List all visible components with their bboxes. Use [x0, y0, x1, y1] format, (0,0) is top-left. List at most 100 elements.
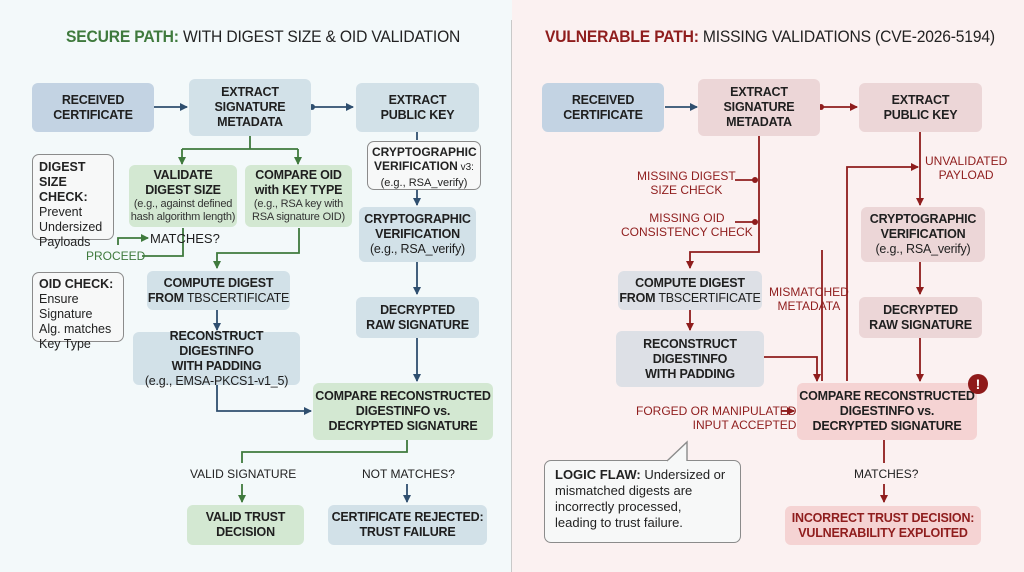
vulnerable-extract-public-key: EXTRACT PUBLIC KEY [859, 83, 982, 132]
line: METADATA [217, 115, 283, 129]
line: SIGNATURE [214, 100, 286, 114]
line: RECEIVED [61, 92, 125, 107]
vulnerable-matches-label: MATCHES? [854, 467, 919, 481]
missing-digest-size-label: MISSING DIGEST SIZE CHECK [637, 169, 736, 197]
line: DIGEST SIZE [145, 183, 221, 197]
valid-signature-label: VALID SIGNATURE [190, 467, 297, 481]
callout-body: Prevent [39, 205, 83, 219]
secure-path-title: SECURE PATH: WITH DIGEST SIZE & OID VALI… [66, 27, 460, 47]
line: COMPARE OID [255, 168, 342, 182]
callout-pointer [666, 440, 688, 462]
line: PAYLOAD [938, 168, 994, 182]
line: INPUT ACCEPTED [692, 418, 797, 432]
missing-oid-consistency-label: MISSING OID CONSISTENCY CHECK [621, 211, 753, 239]
secure-title-bold: SECURE PATH: [66, 27, 179, 46]
vulnerable-title-bold: VULNERABLE PATH: [545, 27, 699, 46]
sub: hash algorithm length) [130, 211, 236, 223]
callout-body: Alg. matches [39, 322, 112, 336]
line: DECRYPTED [883, 302, 958, 317]
line: VULNERABILITY EXPLOITED [798, 525, 968, 540]
line: WITH PADDING [645, 366, 735, 381]
line: EXTRACT [221, 85, 279, 99]
line: COMPUTE DIGEST [635, 275, 745, 290]
mismatched-metadata-label: MISMATCHED METADATA [769, 285, 849, 313]
line: CERTIFICATE REJECTED: [331, 510, 484, 524]
sub: (e.g., RSA key with [253, 198, 344, 210]
certificate-rejected: CERTIFICATE REJECTED: TRUST FAILURE [328, 505, 487, 545]
oid-check-callout: OID CHECK: Ensure Signature Alg. matches… [32, 272, 124, 351]
alert-icon: ! [968, 374, 988, 394]
secure-extract-signature-metadata: EXTRACT SIGNATURE METADATA [189, 79, 311, 136]
forged-input-label: FORGED OR MANIPULATED INPUT ACCEPTED [636, 404, 796, 432]
line: DECISION [216, 525, 275, 539]
line: COMPARE RECONSTRUCTED [799, 389, 975, 403]
not-matches-label: NOT MATCHES? [362, 467, 455, 481]
line: CERTIFICATE [53, 107, 133, 122]
line: RAW SIGNATURE [869, 317, 972, 332]
line: DIGESTINFO [652, 351, 728, 366]
line: PUBLIC KEY [883, 107, 958, 122]
validate-digest-size-box: VALIDATE DIGEST SIZE (e.g., against defi… [129, 165, 237, 227]
line: WITH PADDING [171, 358, 262, 373]
secure-compute-digest: COMPUTE DIGEST FROM TBSCERTIFICATE [147, 271, 290, 310]
line: EXTRACT [891, 92, 950, 107]
callout-title: CHECK: [39, 190, 88, 204]
line: MISSING DIGEST [637, 169, 736, 183]
callout-title: OID CHECK: [39, 277, 114, 291]
line: METADATA [726, 115, 792, 129]
line: FROM [619, 290, 656, 305]
line: CRYPTOGRAPHIC [372, 145, 477, 159]
line: COMPUTE DIGEST [163, 275, 274, 290]
line: PUBLIC KEY [380, 107, 455, 122]
line: SIZE CHECK [650, 183, 723, 197]
line: TRUST FAILURE [359, 525, 456, 539]
line: RECEIVED [571, 92, 635, 107]
line: METADATA [777, 299, 841, 313]
valid-trust-decision: VALID TRUST DECISION [187, 505, 304, 545]
secure-compare-reconstructed: COMPARE RECONSTRUCTED DIGESTINFO vs. DEC… [313, 383, 493, 440]
incorrect-trust-decision: INCORRECT TRUST DECISION: VULNERABILITY … [785, 506, 981, 545]
sub: (e.g., EMSA-PKCS1-v1_5) [144, 373, 289, 388]
callout-body: Ensure Signature [39, 292, 93, 321]
line: TBSCERTIFICATE [655, 290, 761, 305]
secure-decrypted-raw-signature: DECRYPTED RAW SIGNATURE [356, 297, 479, 338]
line: UNVALIDATED [925, 154, 1008, 168]
line: DIGESTINFO vs. [839, 404, 935, 418]
line: VERIFICATION [880, 227, 966, 241]
logic-flaw-callout: LOGIC FLAW: Undersized or mismatched dig… [544, 460, 741, 543]
line: CRYPTOGRAPHIC [364, 212, 471, 226]
sub: (e.g., against defined [133, 198, 233, 210]
proceed-label: PROCEED [86, 249, 146, 263]
line: RECONSTRUCT DIGESTINFO [169, 328, 264, 358]
callout-body: Undersized [39, 220, 103, 234]
line: FORGED OR MANIPULATED [636, 404, 797, 418]
compare-oid-box: COMPARE OID with KEY TYPE (e.g., RSA key… [245, 165, 352, 227]
panel-divider [511, 20, 512, 572]
line: VALIDATE [153, 168, 213, 182]
secure-reconstruct-digestinfo: RECONSTRUCT DIGESTINFO WITH PADDING (e.g… [133, 328, 300, 388]
vulnerable-reconstruct-digestinfo: RECONSTRUCT DIGESTINFO WITH PADDING [616, 331, 764, 387]
secure-extract-public-key: EXTRACT PUBLIC KEY [356, 83, 479, 132]
callout-body: incorrectly processed, [555, 499, 682, 514]
suffix: v3: [457, 162, 474, 173]
callout-body: Undersized or [640, 467, 726, 482]
line: CERTIFICATE [563, 107, 643, 122]
vulnerable-compare-reconstructed: COMPARE RECONSTRUCTED DIGESTINFO vs. DEC… [797, 383, 977, 440]
vulnerable-compute-digest: COMPUTE DIGEST FROM TBSCERTIFICATE [618, 271, 762, 310]
line: VALID TRUST [205, 510, 286, 524]
vulnerable-title-rest: MISSING VALIDATIONS (CVE-2026-5194) [698, 27, 995, 46]
vulnerable-received-certificate: RECEIVED CERTIFICATE [542, 83, 664, 132]
vulnerable-crypto-verification: CRYPTOGRAPHIC VERIFICATION (e.g., RSA_ve… [861, 207, 985, 262]
line: CONSISTENCY CHECK [621, 225, 753, 239]
crypto-verification-callout: CRYPTOGRAPHIC VERIFICATION v3: (e.g., RS… [367, 141, 481, 190]
line: FROM [147, 290, 184, 305]
line: EXTRACT [730, 85, 788, 99]
vulnerable-extract-signature-metadata: EXTRACT SIGNATURE METADATA [698, 79, 820, 136]
sub: (e.g., RSA_verify) [380, 177, 468, 189]
digest-size-check-callout: DIGEST SIZE CHECK: Prevent Undersized Pa… [32, 154, 114, 249]
callout-title: DIGEST SIZE [39, 160, 86, 189]
callout-body: Key Type [39, 337, 91, 351]
sub: (e.g., RSA_verify) [369, 242, 466, 256]
line: DECRYPTED [380, 302, 455, 317]
line: SIGNATURE [723, 100, 795, 114]
